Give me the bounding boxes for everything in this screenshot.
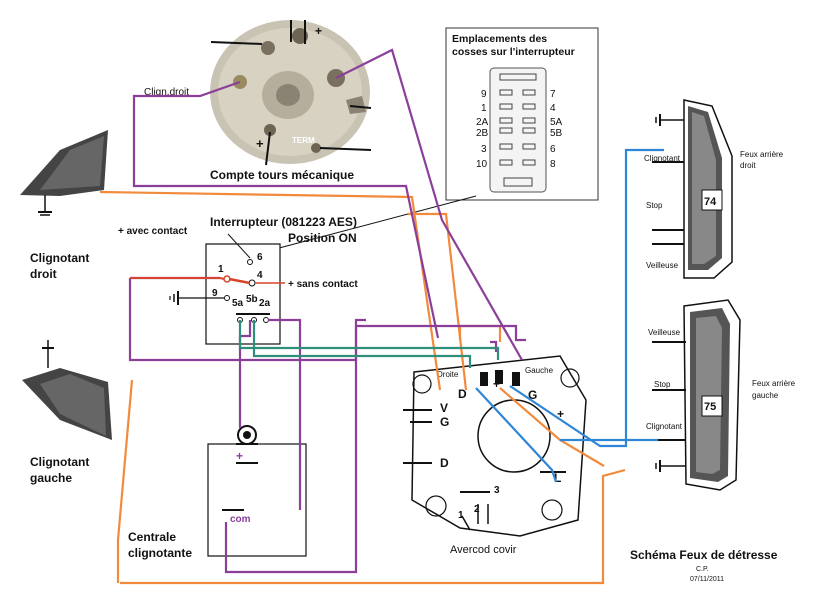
comodo-term-G2: G <box>440 415 449 429</box>
rear-right-number: 74 <box>704 196 717 208</box>
flasher-label-1: Centrale <box>128 530 176 544</box>
comodo-term-G: G <box>528 388 537 402</box>
blue-wires <box>475 148 664 483</box>
sw-term-5b: 5b <box>246 294 258 305</box>
plus-with-contact: + avec contact <box>118 226 188 237</box>
rear-left-number: 75 <box>704 401 716 413</box>
front-left-label-1: Clignotant <box>30 455 89 469</box>
tachometer-photo: + + TERM <box>210 20 372 166</box>
rear-right-veilleuse: Veilleuse <box>646 261 679 270</box>
comodo-term-D: D <box>458 387 467 401</box>
inset-title-1: Emplacements des <box>452 33 547 45</box>
rear-right-lamp <box>652 99 733 279</box>
comodo-term-L: L <box>554 471 561 485</box>
comodo-term-plus: + <box>493 377 500 391</box>
inset-pin-l3: 2B <box>476 128 489 139</box>
comodo-term-2: 2 <box>474 504 480 515</box>
comodo-droite: Droite <box>437 370 459 379</box>
sw-term-6: 6 <box>257 252 263 263</box>
rear-right-title-2: droit <box>740 161 756 170</box>
tacho-plus-top: + <box>315 24 322 38</box>
inset-pin-l4: 3 <box>481 144 487 155</box>
sw-term-1: 1 <box>218 264 224 275</box>
rear-left-title-2: gauche <box>752 391 779 400</box>
front-right-lamp-drawing <box>20 130 108 216</box>
front-right-label-2: droit <box>30 267 57 281</box>
tacho-caption: Compte tours mécanique <box>210 168 354 182</box>
rear-right-title-1: Feux arrière <box>740 150 784 159</box>
inset-pin-l0: 9 <box>481 89 487 100</box>
inset-pin-r3: 5B <box>550 128 563 139</box>
red-jumper <box>130 277 225 280</box>
flasher-plus: + <box>236 449 243 463</box>
comodo-term-1: 1 <box>458 510 464 521</box>
sw-term-5a: 5a <box>232 298 244 309</box>
hazard-switch <box>205 243 281 345</box>
sw-term-2a: 2a <box>259 298 271 309</box>
comodo-term-plus2: + <box>557 407 564 421</box>
tacho-plus-bottom: + <box>256 136 264 151</box>
rear-right-clignotant: Clignotant <box>644 154 681 163</box>
rear-right-stop: Stop <box>646 201 663 210</box>
front-left-lamp-drawing <box>22 340 112 440</box>
plus-without-contact: + sans contact <box>288 279 358 290</box>
inset-pin-r0: 7 <box>550 89 556 100</box>
inset-pin-r5: 8 <box>550 159 556 170</box>
switch-title-1: Interrupteur (081223 AES) <box>210 215 357 229</box>
inset-title-2: cosses sur l'interrupteur <box>452 46 575 58</box>
front-right-label-1: Clignotant <box>30 251 89 265</box>
inset-pin-r4: 6 <box>550 144 556 155</box>
sw-term-9: 9 <box>212 288 218 299</box>
inset-pin-r2: 5A <box>550 117 563 128</box>
rear-left-clignotant: Clignotant <box>646 422 683 431</box>
rear-left-veilleuse: Veilleuse <box>648 328 681 337</box>
flasher-label-2: clignotante <box>128 546 192 560</box>
tacho-term-label: TERM <box>292 136 315 145</box>
green-wires <box>238 320 500 368</box>
inset-pin-l1: 1 <box>481 103 487 114</box>
footer-title: Schéma Feux de détresse <box>630 548 778 562</box>
comodo-term-V: V <box>440 401 448 415</box>
flasher-unit <box>207 425 307 557</box>
flasher-com: com <box>230 514 251 525</box>
front-left-label-2: gauche <box>30 471 72 485</box>
connector-inset: Emplacements des cosses sur l'interrupte… <box>445 27 599 201</box>
inset-pin-l2: 2A <box>476 117 489 128</box>
comodo-term-D2: D <box>440 456 449 470</box>
comodo-term-3: 3 <box>494 485 500 496</box>
comodo-caption: Avercod covir <box>450 544 517 556</box>
footer-author: C.P. <box>696 566 709 573</box>
inset-pin-l5: 10 <box>476 159 488 170</box>
switch-title-2: Position ON <box>288 231 357 245</box>
clign-droit-label: Clign.droit <box>144 87 189 98</box>
inset-pin-r1: 4 <box>550 103 556 114</box>
comodo-switch <box>403 355 587 537</box>
inset-pin-slots <box>499 73 537 187</box>
footer-date: 07/11/2011 <box>690 576 724 583</box>
sw-term-4: 4 <box>257 270 263 281</box>
comodo-gauche: Gauche <box>525 366 554 375</box>
rear-left-title-1: Feux arrière <box>752 379 796 388</box>
inset-pointer-line <box>263 195 477 253</box>
rear-left-stop: Stop <box>654 380 671 389</box>
